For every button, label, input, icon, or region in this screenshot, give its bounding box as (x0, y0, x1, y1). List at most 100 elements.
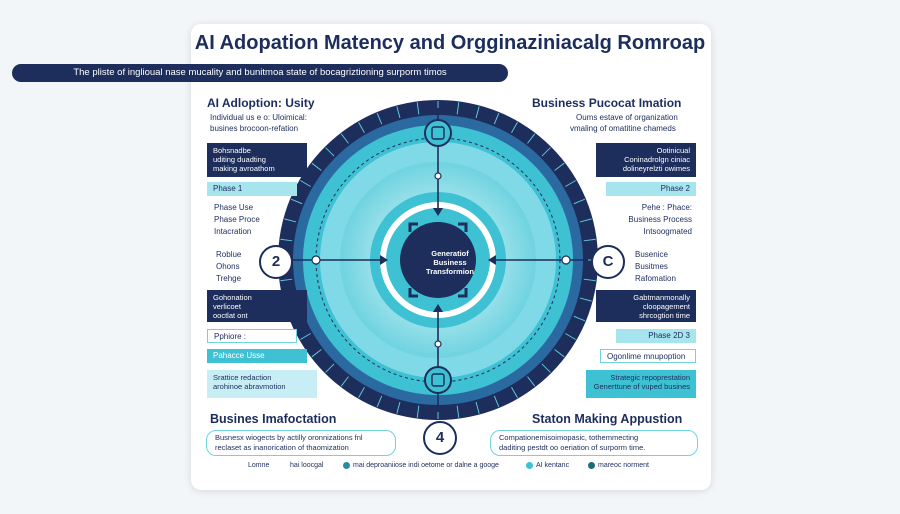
left-block-3-line-1: Srattice redaction (213, 373, 272, 382)
ring-tick (583, 238, 596, 242)
right-block-2-line-1: Gabtmanmonally (633, 293, 690, 302)
left-heading: AI Adloption: Usity (207, 96, 315, 110)
ring-tick (511, 122, 518, 133)
ring-tick (311, 349, 322, 358)
right-block-1-line-2: Coninadrolgn ciniac (624, 155, 690, 164)
ring-tick (579, 218, 592, 223)
ring-tick (573, 198, 586, 205)
right-phase2-bar: Phase 2 (606, 182, 696, 196)
right-block-1-line-1: Ootinicual (656, 146, 690, 155)
ring-tick (340, 133, 349, 144)
left-block-2-line-1: Gohonation (213, 293, 252, 302)
left-bottom-heading: Busines Imafoctation (210, 412, 337, 426)
legend-item-3-label: mai deproaniiose indi oetome or dalne a … (353, 462, 499, 469)
number-circle-bottom (423, 421, 457, 455)
ring-tick (493, 112, 500, 125)
center-label-line-3: Transformion (426, 267, 474, 276)
ring-tick (541, 147, 551, 157)
center-label: Generatiof Business Transformion (420, 249, 480, 276)
ring-tick (565, 180, 576, 187)
ring-tick (541, 363, 551, 373)
subtitle-banner: The pliste of inglioual nase mucality an… (12, 64, 508, 82)
legend-item-1-label: Lomne (248, 462, 270, 469)
ring-tick (311, 162, 322, 171)
right-bottom-heading: Staton Making Appustion (532, 412, 683, 426)
right-mid-text-1: Busenice (635, 250, 668, 259)
right-bottom-desc-1: Compationemisoimopasic, tothemmecting (499, 433, 639, 442)
left-block-2: Gohonation verlicoet ooctlat ont (207, 290, 307, 322)
right-block-1: Ootinicual Coninadrolgn ciniac dolineyre… (596, 143, 696, 177)
ring-tick (340, 376, 349, 387)
right-phase-text-2: Business Process (628, 215, 692, 224)
right-heading: Business Pucocat Imation (532, 96, 682, 110)
left-block-3-line-2: arohinoe abravmotion (213, 382, 286, 391)
page-title: AI Adopation Matency and Orgginaziniacal… (194, 32, 706, 54)
ring-tick (300, 180, 311, 187)
legend-item-3: mai deproaniiose indi oetome or dalne a … (343, 462, 499, 469)
center-label-line-2: Business (433, 258, 467, 267)
right-phase-text-1: Pehe : Phace: (641, 203, 692, 212)
ring-tick (527, 133, 536, 144)
right-desc-1: Oums estave of organization (576, 113, 678, 122)
number-bottom: 4 (435, 429, 445, 446)
ring-tick (325, 147, 335, 157)
right-block-3-line-2: Generttune of vuped busines (593, 382, 690, 391)
ring-tick (325, 363, 335, 373)
right-mid-text-3: Rafomation (635, 274, 676, 283)
ring-tick (565, 333, 576, 340)
left-block-1-line-1: Bohsnadbe (213, 146, 251, 155)
left-block-1: Bohsnadbe uditing duadting making avroat… (207, 143, 307, 177)
right-block-2-line-2: cloopagement (642, 302, 690, 311)
right-block-3-line-1: Strategic repoprestation (610, 373, 690, 382)
ring-tick (396, 106, 401, 119)
right-block-3: Strategic repoprestation Generttune of v… (586, 370, 696, 398)
ring-tick (416, 405, 420, 418)
legend-item-5: mareoc norment (588, 462, 649, 469)
left-block-2-line-3: ooctlat ont (213, 311, 248, 320)
ring-tick (554, 349, 565, 358)
number-right: C (602, 253, 614, 270)
right-phase3-bar: Phase 2D 3 (616, 329, 696, 343)
left-block-1-line-3: making avroathom (213, 164, 275, 173)
legend-dot-3 (343, 462, 350, 469)
left-phase1-bar: Phase 1 (207, 182, 297, 196)
ring-tick (456, 405, 460, 418)
left-mid-text-3: Trehge (216, 274, 242, 283)
ring-tick (583, 278, 596, 282)
left-phase-text-1: Phase Use (214, 203, 254, 212)
inner-brackets (408, 222, 468, 298)
ring-tick (280, 278, 293, 282)
ring-tick (456, 102, 460, 115)
number-left: 2 (271, 253, 281, 270)
right-block-2-line-3: shrcogtion time (639, 311, 690, 320)
ring-tick (300, 333, 311, 340)
right-bottom-desc-2: daditing pestdt oo oeriation of surporm … (499, 443, 646, 452)
left-block-3: Srattice redaction arohinoe abravmotion (207, 370, 317, 398)
right-bottom-box: Compationemisoimopasic, tothemmecting da… (490, 430, 698, 456)
legend-item-4-label: AI kentanc (536, 462, 570, 469)
top-icon (424, 119, 452, 147)
ring-tick (376, 395, 383, 408)
bottom-icon (424, 366, 452, 394)
number-circle-right (591, 245, 625, 279)
legend-item-2-label: hai loocgal (290, 462, 324, 469)
left-block-1-line-2: uditing duadting (213, 155, 266, 164)
ring-tick (475, 106, 480, 119)
ring-tick (358, 387, 365, 398)
center-label-line-1: Generatiof (431, 249, 469, 258)
number-circle-left (259, 245, 293, 279)
legend-item-5-label: mareoc norment (598, 462, 649, 469)
legend-dot-4 (526, 462, 533, 469)
left-block-2-line-2: verlicoet (213, 302, 241, 311)
center-core (400, 222, 476, 298)
arrows (380, 208, 496, 312)
outer-ring-ticks (279, 101, 597, 419)
legend-dot-5 (588, 462, 595, 469)
ring-tick (290, 198, 303, 205)
left-desc-2: busines brocoon-refation (210, 124, 299, 133)
ring-tick (280, 238, 293, 242)
ring-tick (284, 218, 297, 223)
left-phase-text-3: Intacration (214, 227, 252, 236)
ring-tick (416, 102, 420, 115)
